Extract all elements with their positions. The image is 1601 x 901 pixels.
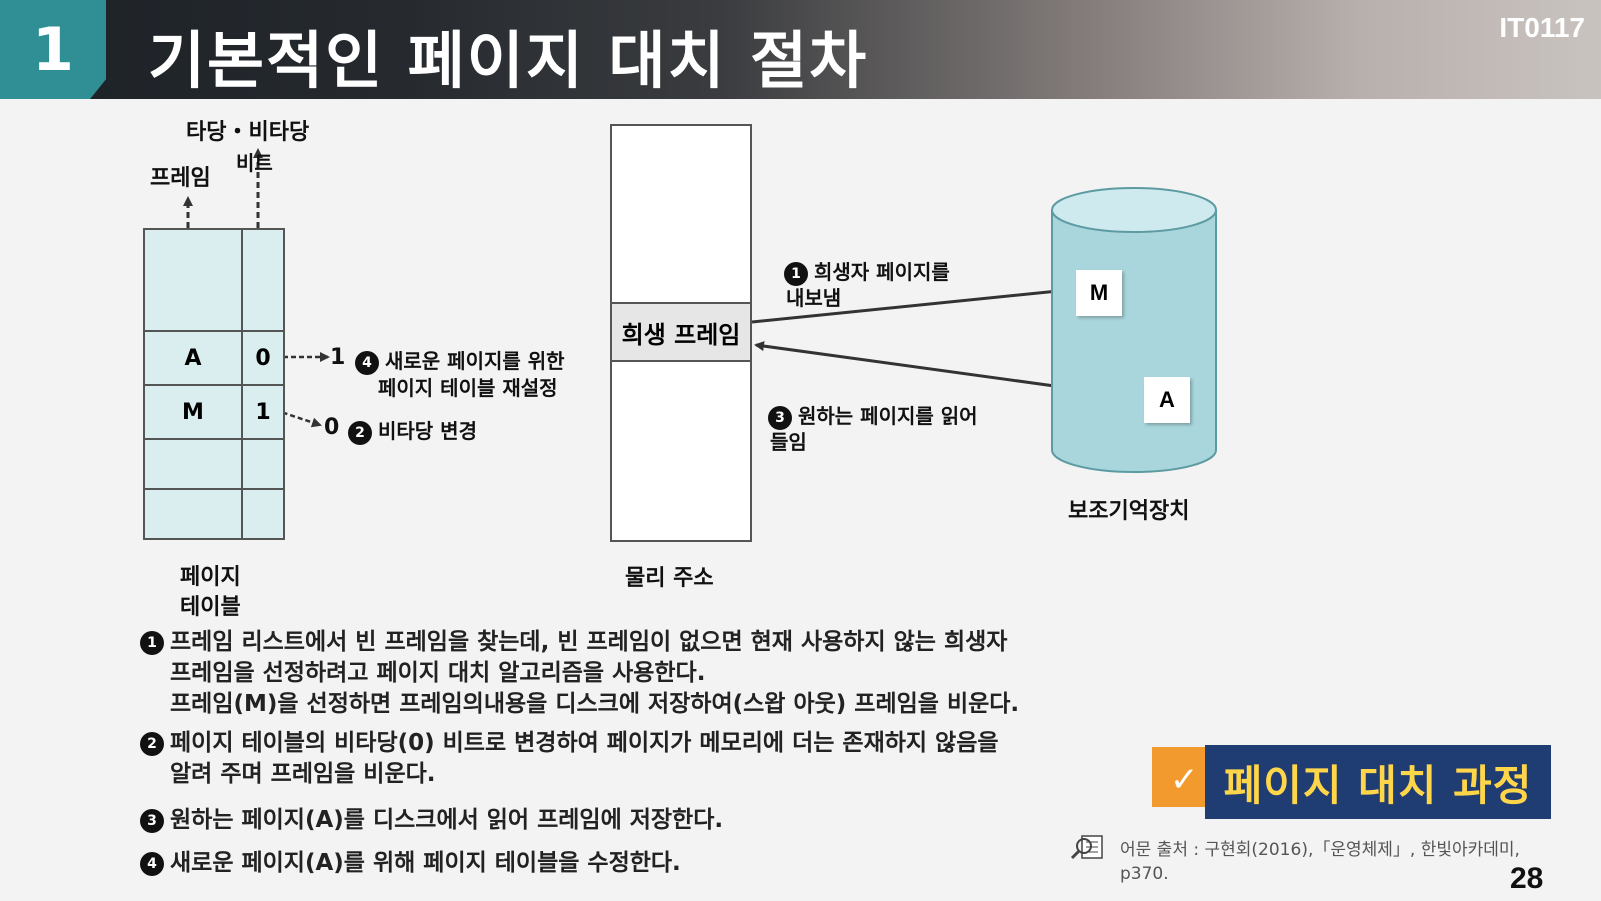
disk-page-m: M	[1076, 270, 1122, 316]
annotation-1-line-1: 희생자 페이지를	[814, 260, 950, 284]
annotation-4-line-2: 페이지 테이블 재설정	[378, 376, 558, 400]
disk-top	[1051, 187, 1217, 233]
step-2-line-1: 페이지 테이블의 비타당(0) 비트로 변경하여 페이지가 메모리에 더는 존재…	[170, 730, 999, 756]
step-1-line-1: 프레임 리스트에서 빈 프레임을 찾는데, 빈 프레임이 없으면 현재 사용하지…	[170, 629, 1008, 655]
new-bit-a: 1	[330, 345, 346, 370]
swap-out-arrow	[751, 285, 1070, 324]
step-badge: 1	[784, 261, 808, 286]
frame-label: 프레임	[150, 166, 211, 191]
source-line-2: p370.	[1120, 864, 1169, 884]
step-badge: 1	[140, 630, 164, 655]
step-badge: 4	[355, 350, 379, 375]
physical-memory: 희생 프레임	[610, 124, 752, 542]
physical-address-label: 물리 주소	[625, 566, 714, 591]
callout-flag	[1152, 747, 1210, 807]
source-line-1: 어문 출처 : 구현회(2016),「운영체제」, 한빛아카데미,	[1120, 840, 1520, 860]
table-row	[243, 230, 283, 332]
annotation-1-line-2: 내보냄	[786, 286, 842, 310]
victim-frame: 희생 프레임	[612, 302, 750, 362]
bit-label: 비트	[236, 151, 273, 175]
step-2-line-2: 알려 주며 프레임을 비운다.	[170, 761, 436, 787]
secondary-storage-label: 보조기억장치	[1068, 499, 1190, 524]
table-row: A	[145, 332, 241, 386]
page-table-frame-column: A M	[143, 228, 243, 540]
step-1: 1 프레임 리스트에서 빈 프레임을 찾는데, 빈 프레임이 없으면 현재 사용…	[140, 627, 1019, 720]
page-title: 기본적인 페이지 대치 절차	[148, 24, 869, 97]
magnifier-icon	[1070, 835, 1103, 860]
page-number: 28	[1510, 862, 1544, 895]
source-citation: 어문 출처 : 구현회(2016),「운영체제」, 한빛아카데미, p370.	[1120, 838, 1520, 886]
page-table-bit-column: 0 1	[241, 228, 285, 540]
page-table-label-2: 테이블	[180, 595, 241, 620]
table-row	[243, 440, 283, 490]
table-row: M	[145, 386, 241, 440]
annotation-3-line-2: 들임	[770, 430, 807, 454]
table-row	[145, 440, 241, 490]
annotation-4-line-1: 새로운 페이지를 위한	[385, 349, 565, 373]
annotation-2-text: 비타당 변경	[378, 419, 477, 443]
step-1-line-2: 프레임을 선정하려고 페이지 대치 알고리즘을 사용한다.	[170, 660, 706, 686]
step-4-line-1: 새로운 페이지(A)를 위해 페이지 테이블을 수정한다.	[170, 850, 681, 876]
step-3-line-1: 원하는 페이지(A)를 디스크에서 읽어 프레임에 저장한다.	[170, 807, 724, 833]
table-row	[145, 230, 241, 332]
step-badge: 2	[140, 731, 164, 756]
step-2: 2 페이지 테이블의 비타당(0) 비트로 변경하여 페이지가 메모리에 더는 …	[140, 728, 999, 790]
disk-page-a: A	[1144, 377, 1190, 423]
callout-title: 페이지 대치 과정	[1205, 745, 1551, 819]
step-badge: 3	[768, 405, 792, 430]
table-row: 0	[243, 332, 283, 386]
table-row: 1	[243, 386, 283, 440]
section-number: 1	[0, 0, 106, 99]
annotation-3-line-1: 원하는 페이지를 읽어	[798, 404, 978, 428]
page-table-label-1: 페이지	[180, 565, 241, 590]
header-banner	[0, 0, 1601, 99]
new-bit-m: 0	[324, 415, 340, 440]
step-badge: 3	[140, 808, 164, 833]
step-badge: 4	[140, 851, 164, 876]
valid-bit-label: 타당・비타당	[186, 120, 310, 145]
step-1-line-3: 프레임(M)을 선정하면 프레임의내용을 디스크에 저장하여(스왑 아웃) 프레…	[170, 691, 1020, 717]
checkmark-icon: ✓	[1170, 760, 1199, 800]
disk-body	[1051, 210, 1217, 473]
course-code: IT0117	[1499, 12, 1585, 43]
step-badge: 2	[348, 420, 372, 445]
